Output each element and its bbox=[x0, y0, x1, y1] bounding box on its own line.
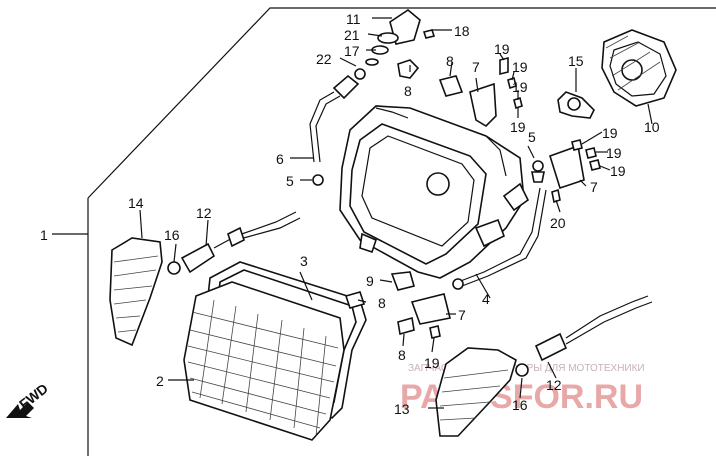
grommet-left bbox=[312, 174, 324, 186]
label-3: 3 bbox=[300, 253, 308, 269]
assembly-boundary bbox=[87, 7, 716, 456]
grommet-right-base bbox=[531, 171, 545, 183]
headlight-case bbox=[339, 105, 530, 279]
label-21: 21 bbox=[344, 27, 360, 43]
stay-bracket-bottom bbox=[410, 293, 451, 325]
label-2: 2 bbox=[156, 373, 164, 389]
clamp-lower-9 bbox=[390, 271, 415, 291]
label-19-d: 19 bbox=[510, 119, 526, 135]
clamp-lower-8b bbox=[397, 316, 415, 336]
stay-bracket-right bbox=[549, 144, 585, 190]
label-11: 11 bbox=[346, 11, 361, 27]
label-12-right: 12 bbox=[546, 377, 562, 393]
label-19-f: 19 bbox=[606, 145, 622, 161]
leader-lines bbox=[52, 17, 653, 409]
label-8-top-right: 8 bbox=[446, 53, 454, 69]
screws-group bbox=[429, 56, 601, 339]
bulb-cover-stack bbox=[365, 9, 436, 66]
label-14: 14 bbox=[128, 195, 144, 211]
label-1: 1 bbox=[40, 227, 48, 243]
label-5-left: 5 bbox=[286, 173, 294, 189]
label-19-g: 19 bbox=[610, 163, 626, 179]
label-7-top: 7 bbox=[472, 59, 480, 75]
right-socket-assembly bbox=[515, 295, 653, 377]
grommet-right bbox=[532, 160, 544, 172]
label-12-left: 12 bbox=[196, 205, 212, 221]
label-15: 15 bbox=[568, 53, 584, 69]
label-19-b: 19 bbox=[512, 59, 528, 75]
stay-bracket-top bbox=[469, 82, 497, 128]
label-9: 9 bbox=[366, 273, 374, 289]
label-19-a: 19 bbox=[494, 41, 510, 57]
label-19-c: 19 bbox=[512, 79, 528, 95]
label-13: 13 bbox=[394, 401, 410, 417]
label-4: 4 bbox=[482, 291, 490, 307]
fwd-arrow-icon bbox=[6, 402, 34, 418]
left-socket-assembly bbox=[167, 211, 301, 275]
label-20: 20 bbox=[550, 215, 566, 231]
left-turn-signal bbox=[109, 237, 163, 347]
fwd-direction-marker: FWD bbox=[6, 380, 51, 418]
label-8-top-left: 8 bbox=[404, 83, 412, 99]
clamp-top-right bbox=[438, 75, 464, 97]
label-22: 22 bbox=[316, 51, 332, 67]
label-8-bottom: 8 bbox=[398, 347, 406, 363]
right-turn-signal bbox=[435, 347, 517, 437]
label-16-right: 16 bbox=[512, 397, 528, 413]
vent-tube bbox=[309, 68, 366, 163]
label-16-left: 16 bbox=[164, 227, 180, 243]
label-6: 6 bbox=[276, 151, 284, 167]
label-5-right: 5 bbox=[528, 129, 536, 145]
label-7-right: 7 bbox=[590, 179, 598, 195]
bulb-boot bbox=[601, 29, 677, 107]
headlight-bulb bbox=[557, 91, 595, 119]
clamp-lower-8a bbox=[344, 291, 366, 309]
label-17: 17 bbox=[344, 43, 360, 59]
label-19-e: 19 bbox=[602, 125, 618, 141]
headlight-lens bbox=[183, 281, 345, 441]
label-7-bottom: 7 bbox=[458, 307, 466, 323]
clamp-top-left bbox=[397, 59, 420, 79]
label-19-bottom: 19 bbox=[424, 355, 440, 371]
label-10: 10 bbox=[644, 119, 660, 135]
label-8-lower: 8 bbox=[378, 295, 386, 311]
part-number-labels: 1 2 3 4 5 5 6 7 7 7 8 8 8 8 9 10 11 12 1… bbox=[40, 11, 660, 417]
label-18: 18 bbox=[454, 23, 470, 39]
